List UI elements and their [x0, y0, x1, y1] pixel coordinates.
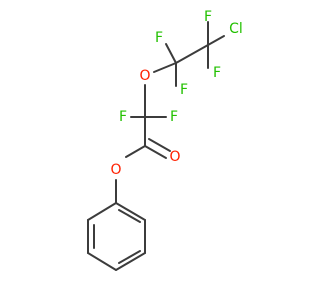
- bond-cl-c1: [207, 35, 225, 46]
- atom-o1: O: [139, 68, 150, 84]
- atom-f5: F: [119, 109, 127, 125]
- bond-c2-o1: [153, 62, 177, 73]
- atom-cl: Cl: [229, 21, 243, 37]
- ring-bond-3: [115, 252, 146, 271]
- ring-inner-1: [118, 209, 141, 223]
- atom-f1: F: [204, 9, 212, 25]
- bond-c4-o2-b: [148, 138, 171, 152]
- bond-c4-o3: [125, 145, 146, 158]
- atom-o3: O: [110, 162, 121, 178]
- atom-o2: O: [169, 149, 180, 165]
- ring-bond-6: [87, 202, 117, 221]
- atom-f2: F: [213, 65, 221, 81]
- bond-c1-c2: [175, 44, 209, 64]
- bond-c2-f3: [165, 43, 177, 64]
- atom-f3: F: [155, 30, 163, 46]
- atom-labels: Cl F F F F O F F O O: [110, 9, 242, 178]
- ring-inner-2: [118, 250, 141, 264]
- bond-c4-o2-a: [144, 145, 167, 159]
- ring-bond-1: [115, 202, 146, 221]
- structure-diagram: Cl F F F F O F F O O: [87, 9, 243, 271]
- atom-f4: F: [180, 82, 188, 98]
- atom-f6: F: [170, 109, 178, 125]
- ring-bond-4: [87, 252, 117, 271]
- molecule-canvas: Cl F F F F O F F O O: [87, 9, 243, 271]
- bonds: [87, 21, 225, 271]
